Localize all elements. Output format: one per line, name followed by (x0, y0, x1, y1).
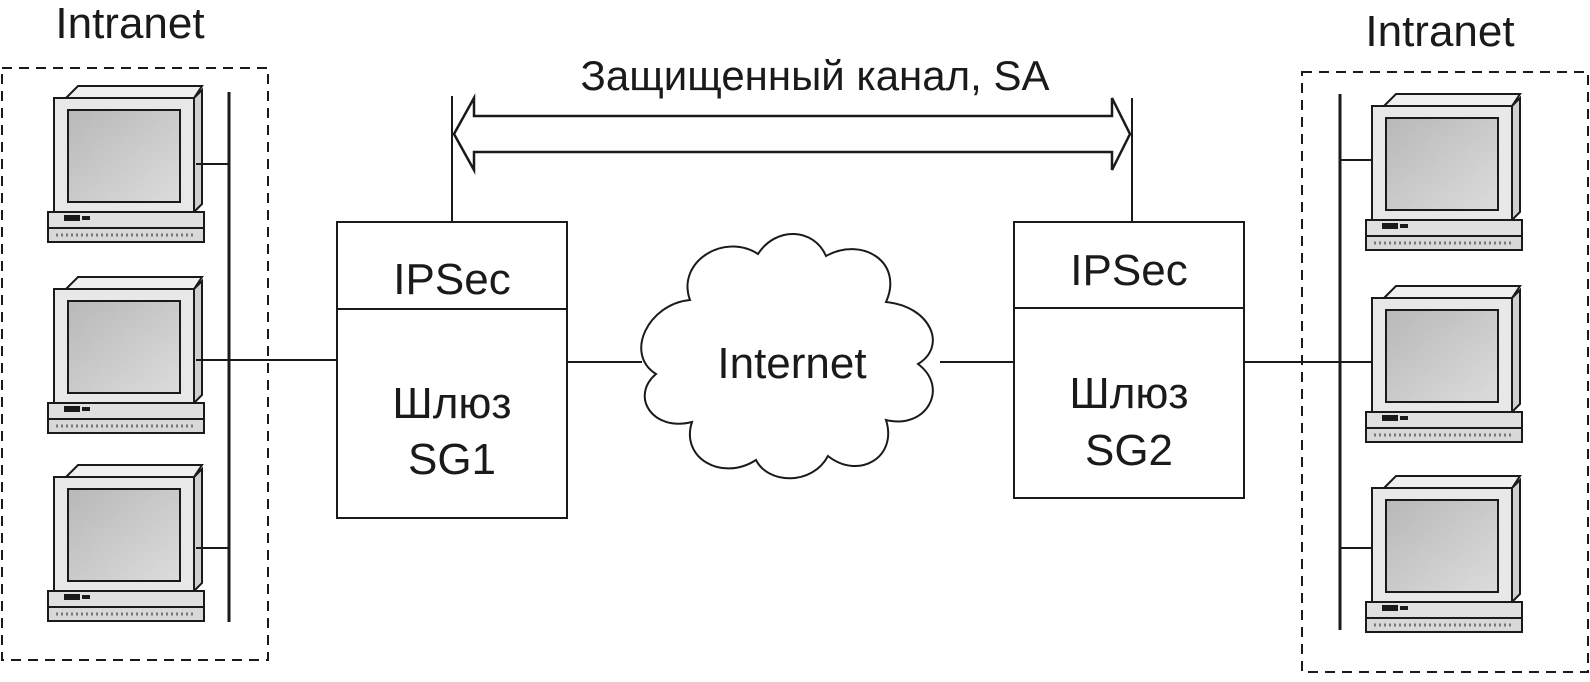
sg1-name-line1: Шлюз (392, 379, 511, 428)
sg2-name-line2: SG2 (1085, 426, 1173, 475)
right-intranet-boundary (1301, 71, 1589, 673)
internet-cloud-icon (640, 233, 934, 480)
left-intranet-boundary (1, 67, 269, 661)
internet-label: Internet (717, 339, 866, 388)
sg1-name-line2: SG1 (408, 435, 496, 484)
sg1-protocol-label: IPSec (393, 255, 510, 304)
left-intranet-label: Intranet (55, 0, 204, 48)
sg2-name-line1: Шлюз (1069, 369, 1188, 418)
computer-icon (1364, 474, 1524, 634)
computer-icon (1364, 92, 1524, 252)
gateway-sg1: IPSec Шлюз SG1 (336, 221, 568, 519)
gateway-sg2: IPSec Шлюз SG2 (1013, 221, 1245, 499)
secure-channel-label: Защищенный канал, SA (581, 52, 1050, 99)
computer-icon (46, 84, 206, 244)
right-intranet-label: Intranet (1365, 7, 1514, 56)
computer-icon (1364, 284, 1524, 444)
computer-icon (46, 463, 206, 623)
computer-icon (46, 275, 206, 435)
sg2-protocol-label: IPSec (1070, 246, 1187, 295)
double-arrow-icon (452, 93, 1132, 175)
